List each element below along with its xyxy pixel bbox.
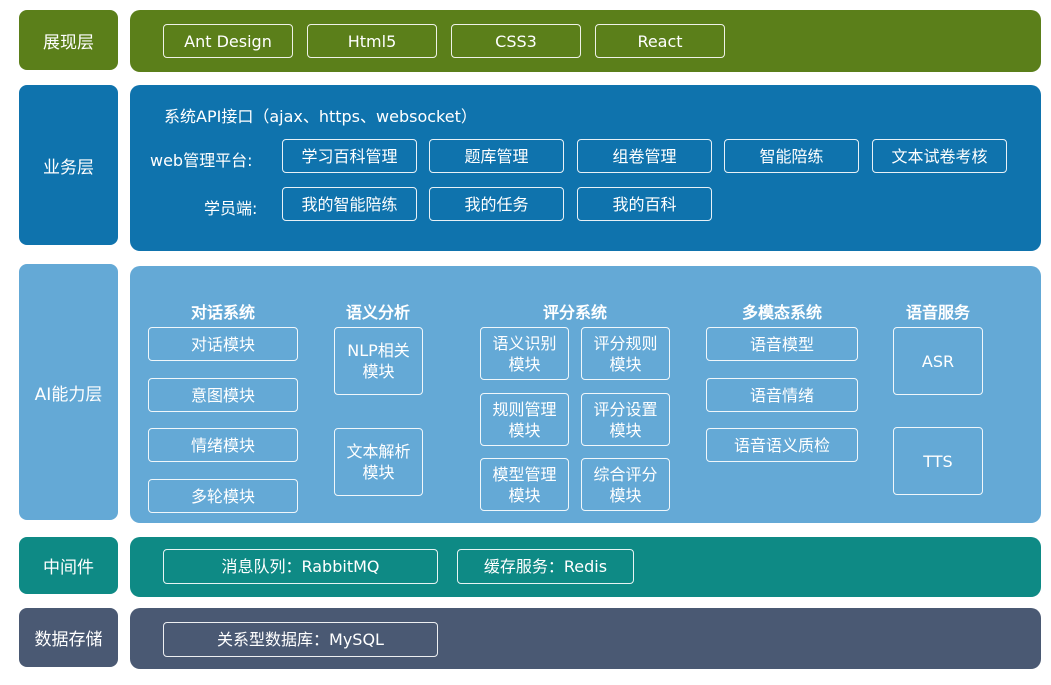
business-layer-panel: 系统API接口（ajax、https、websocket） web管理平台: 学… [130, 85, 1041, 251]
presentation-item: Ant Design [163, 24, 293, 58]
tts-module: TTS [893, 427, 983, 495]
student-item: 我的任务 [429, 187, 564, 221]
middleware-layer-panel: 消息队列：RabbitMQ 缓存服务：Redis [130, 537, 1041, 597]
multimodal-module: 语音语义质检 [706, 428, 858, 462]
message-queue-item: 消息队列：RabbitMQ [163, 549, 438, 584]
dialog-module: 对话模块 [148, 327, 298, 361]
dialog-system-title: 对话系统 [190, 303, 255, 322]
multimodal-module: 语音情绪 [706, 378, 858, 412]
student-item: 我的百科 [577, 187, 712, 221]
web-item: 题库管理 [429, 139, 564, 173]
web-item: 学习百科管理 [282, 139, 417, 173]
text-parse-module: 文本解析 模块 [334, 428, 423, 496]
business-layer-label: 业务层 [19, 85, 118, 245]
student-item: 我的智能陪练 [282, 187, 417, 221]
presentation-item: Html5 [307, 24, 437, 58]
ai-layer-panel: 对话系统 对话模块 意图模块 情绪模块 多轮模块 语义分析 NLP相关 模块 文… [130, 266, 1041, 523]
multimodal-system-title: 多模态系统 [741, 303, 822, 322]
presentation-item: CSS3 [451, 24, 581, 58]
database-item: 关系型数据库：MySQL [163, 622, 438, 657]
presentation-item: React [595, 24, 725, 58]
scoring-module: 模型管理 模块 [480, 458, 569, 511]
multimodal-module: 语音模型 [706, 327, 858, 361]
presentation-layer-label: 展现层 [19, 10, 118, 70]
web-platform-label: web管理平台: [150, 151, 253, 170]
emotion-module: 情绪模块 [148, 428, 298, 462]
web-item: 组卷管理 [577, 139, 712, 173]
speech-service-title: 语音服务 [905, 303, 970, 322]
storage-layer-label: 数据存储 [19, 608, 118, 667]
asr-module: ASR [893, 327, 983, 395]
student-client-label: 学员端: [204, 199, 258, 218]
middleware-layer-label: 中间件 [19, 537, 118, 594]
scoring-module: 评分设置 模块 [581, 393, 670, 446]
web-item: 文本试卷考核 [872, 139, 1007, 173]
scoring-module: 综合评分 模块 [581, 458, 670, 511]
presentation-layer-panel: Ant Design Html5 CSS3 React [130, 10, 1041, 72]
scoring-module: 评分规则 模块 [581, 327, 670, 380]
multi-turn-module: 多轮模块 [148, 479, 298, 513]
storage-layer-panel: 关系型数据库：MySQL [130, 608, 1041, 669]
scoring-module: 规则管理 模块 [480, 393, 569, 446]
nlp-module: NLP相关 模块 [334, 327, 423, 395]
scoring-system-title: 评分系统 [542, 303, 607, 322]
api-interface-line: 系统API接口（ajax、https、websocket） [164, 107, 477, 126]
semantic-analysis-title: 语义分析 [345, 303, 410, 322]
intent-module: 意图模块 [148, 378, 298, 412]
cache-service-item: 缓存服务：Redis [457, 549, 634, 584]
scoring-module: 语义识别 模块 [480, 327, 569, 380]
ai-layer-label: AI能力层 [19, 264, 118, 520]
web-item: 智能陪练 [724, 139, 859, 173]
